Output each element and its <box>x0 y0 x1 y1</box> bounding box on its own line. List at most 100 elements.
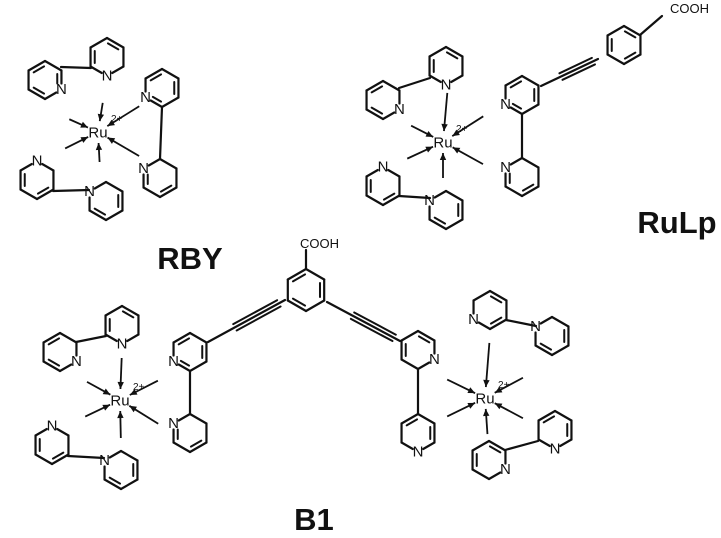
pyridine-edge <box>177 412 192 422</box>
arrowhead-icon <box>452 129 460 137</box>
pyridine-double-bond <box>521 183 535 192</box>
pyridine-edge <box>158 186 178 199</box>
arrowhead-icon <box>494 386 503 393</box>
pyridine-edge <box>104 333 118 343</box>
pyridine-edge <box>105 36 125 49</box>
pyridine-edge <box>34 427 48 437</box>
pyridine-edge <box>177 363 192 373</box>
benzene-ring-edge <box>622 24 642 37</box>
pyridine-double-bond <box>489 295 503 304</box>
benzene-ring-edge <box>286 299 308 313</box>
pyridine-edge <box>550 344 570 357</box>
pyridine-edge <box>416 361 431 371</box>
nitrogen-atom: N <box>84 183 95 200</box>
nitrogen-atom: N <box>500 96 511 113</box>
pyridine-edge <box>41 162 55 172</box>
bpy-link <box>158 105 164 161</box>
pyridine-edge <box>188 412 208 425</box>
pyridine-double-bond <box>489 316 503 325</box>
carboxyl-bond <box>638 14 664 37</box>
pyridine-edge <box>111 65 125 75</box>
pyridine-edge <box>56 427 70 437</box>
pyridine-double-bond <box>151 95 163 103</box>
arrowhead-icon <box>102 404 111 411</box>
alkyne-bond <box>539 57 600 88</box>
arrowhead-icon <box>117 410 124 419</box>
bpy-link <box>74 334 108 344</box>
pyridine-double-bond <box>51 451 65 460</box>
pyridine-double-bond <box>417 335 431 344</box>
pyridine-edge <box>400 441 414 451</box>
pyridine-edge <box>119 478 139 491</box>
pyridine-edge <box>19 162 33 172</box>
pyridine-edge <box>504 74 524 87</box>
pyridine-double-bond <box>405 418 419 427</box>
pyridine-edge <box>188 331 208 344</box>
alkyne-bond <box>325 300 402 343</box>
pyridine-edge <box>471 439 491 452</box>
nitrogen-atom: N <box>99 452 110 469</box>
pyridine-edge <box>365 168 379 178</box>
benzene-ring-double-bond <box>623 51 637 60</box>
pyridine-edge <box>400 358 420 371</box>
pyridine-edge <box>120 304 140 317</box>
nitrogen-atom: N <box>500 159 511 176</box>
pyridine-double-bond <box>47 337 61 346</box>
arrowhead-icon <box>494 403 503 410</box>
pyridine-edge <box>365 79 385 92</box>
arrowhead-icon <box>483 379 490 388</box>
pyridine-edge <box>450 74 464 84</box>
pyridine-edge <box>381 111 396 121</box>
pyridine-edge <box>488 318 508 331</box>
pyridine-edge <box>108 449 123 459</box>
pyridine-edge <box>188 360 208 373</box>
pyridine-double-bond <box>382 192 396 201</box>
bpy-link <box>397 76 432 90</box>
pyridine-edge <box>19 188 39 201</box>
pyridine-double-bond <box>93 207 107 216</box>
pyridine-edge <box>534 344 554 357</box>
bpy-link <box>503 439 540 452</box>
pyridine-edge <box>550 315 570 328</box>
pyridine-double-bond <box>47 358 61 367</box>
arrowhead-icon <box>117 381 124 390</box>
arrowhead-icon <box>80 136 89 143</box>
coordination-bond <box>484 342 491 388</box>
nitrogen-atom: N <box>550 441 561 458</box>
nitrogen-atom: N <box>168 415 179 432</box>
pyridine-edge <box>509 156 524 166</box>
benzene-ring-edge <box>606 53 626 66</box>
nitrogen-atom: N <box>441 77 452 94</box>
alkyne-bond <box>353 311 397 336</box>
pyridine-double-bond <box>509 80 523 89</box>
pyridine-edge <box>188 441 208 454</box>
pyridine-edge <box>104 304 124 317</box>
pyridine-edge <box>34 453 54 466</box>
pyridine-edge <box>553 409 573 422</box>
nitrogen-atom: N <box>47 418 58 435</box>
pyridine-edge <box>381 194 401 207</box>
arrowhead-icon <box>129 388 138 395</box>
pyridine-edge <box>381 79 401 92</box>
benzene-ring-edge <box>622 53 642 66</box>
pyridine-double-bond <box>370 106 384 115</box>
pyridine-edge <box>43 59 63 72</box>
charge-label: 2+ <box>133 382 145 393</box>
nitrogen-atom: N <box>424 192 435 209</box>
pyridine-edge <box>428 45 448 58</box>
pyridine-edge <box>387 168 401 178</box>
pyridine-edge <box>504 185 524 198</box>
pyridine-double-bond <box>108 476 122 485</box>
pyridine-edge <box>89 36 109 49</box>
pyridine-double-bond <box>159 184 173 193</box>
arrowhead-icon <box>107 119 115 127</box>
nitrogen-atom: N <box>140 89 151 106</box>
pyridine-edge <box>487 471 502 481</box>
alkyne-bond <box>206 298 287 344</box>
pyridine-edge <box>471 468 491 481</box>
pyridine-double-bond <box>36 186 50 195</box>
pyridine-edge <box>444 45 464 58</box>
label-rulp: RuLp <box>637 205 716 240</box>
ruthenium-atom: Ru <box>88 125 107 142</box>
nitrogen-atom: N <box>117 336 128 353</box>
